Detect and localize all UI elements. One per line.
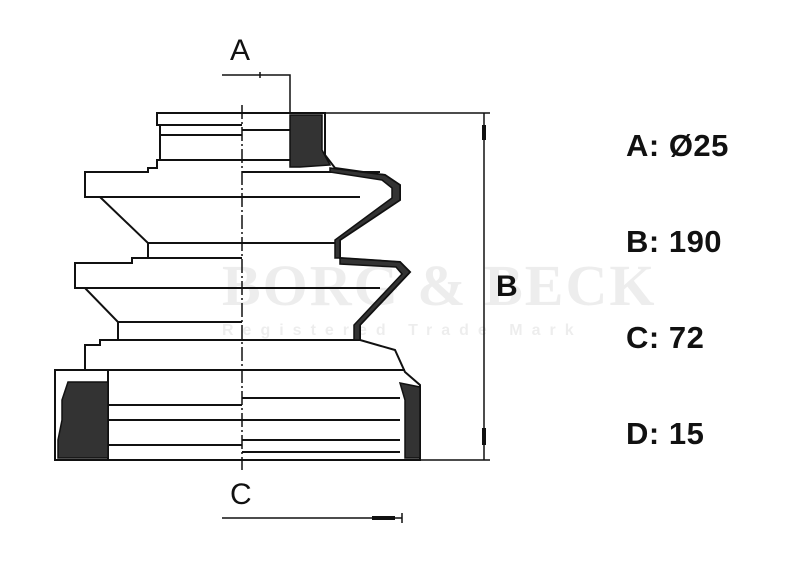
dimension-label-a: A xyxy=(230,34,251,67)
clamp-bottom-left xyxy=(57,381,109,459)
dimension-a-line xyxy=(222,74,291,113)
clamp-bottom-right xyxy=(398,382,421,459)
spec-c: C: 72 xyxy=(626,320,705,355)
watermark-subtitle: Registered Trade Mark xyxy=(222,322,583,339)
boot-right-ribs xyxy=(242,129,405,453)
spec-b: B: 190 xyxy=(626,224,723,259)
spec-d: D: 15 xyxy=(626,416,705,451)
dimension-b-line xyxy=(325,112,490,461)
watermark-brand: BORG & BECK xyxy=(222,253,657,318)
boot-left-outline xyxy=(54,112,242,461)
clamp-top-right xyxy=(289,114,332,168)
dimension-label-c: C xyxy=(230,478,252,511)
boot-right-wall xyxy=(329,167,401,259)
dimension-label-b: B xyxy=(496,270,518,303)
spec-a: A: Ø25 xyxy=(626,128,729,163)
